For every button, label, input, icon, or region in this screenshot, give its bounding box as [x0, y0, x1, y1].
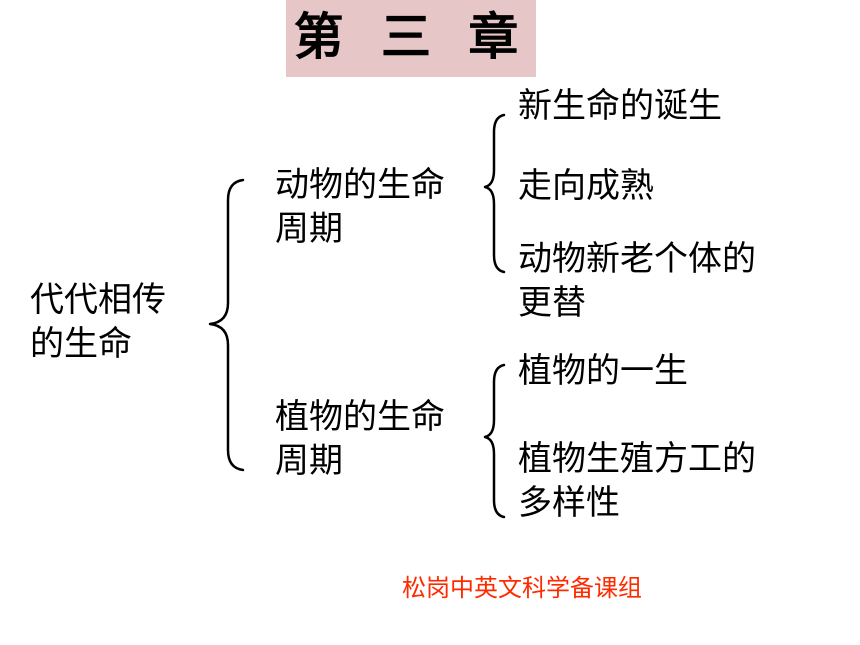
leaf-node-reproduction-line2: 多样性 [518, 483, 620, 523]
plant-brace [483, 363, 506, 519]
root-node-line1: 代代相传 [30, 280, 166, 320]
leaf-node-reproduction-line1: 植物生殖方工的 [518, 439, 756, 479]
chapter-title: 第 三 章 [293, 8, 529, 66]
chapter-title-box: 第 三 章 [286, 0, 536, 77]
leaf-node-maturity: 走向成熟 [518, 164, 654, 208]
leaf-node-replacement-line2: 更替 [518, 283, 586, 323]
leaf-node-maturity-line1: 走向成熟 [518, 166, 654, 206]
branch-plant-node: 植物的生命 周期 [275, 395, 445, 483]
leaf-node-reproduction-diversity: 植物生殖方工的 多样性 [518, 437, 756, 525]
root-brace [208, 178, 245, 472]
leaf-node-birth-line1: 新生命的诞生 [518, 86, 722, 126]
root-node: 代代相传 的生命 [30, 278, 166, 366]
branch-animal-line1: 动物的生命 [275, 165, 445, 205]
leaf-node-replacement: 动物新老个体的 更替 [518, 237, 756, 325]
leaf-node-birth: 新生命的诞生 [518, 84, 722, 128]
branch-animal-line2: 周期 [275, 209, 343, 249]
leaf-node-replacement-line1: 动物新老个体的 [518, 239, 756, 279]
animal-brace [483, 113, 506, 274]
branch-plant-line2: 周期 [275, 441, 343, 481]
leaf-node-plant-life: 植物的一生 [518, 349, 688, 393]
branch-plant-line1: 植物的生命 [275, 397, 445, 437]
branch-animal-node: 动物的生命 周期 [275, 163, 445, 251]
credit-text: 松岗中英文科学备课组 [402, 574, 642, 602]
leaf-node-plant-life-line1: 植物的一生 [518, 351, 688, 391]
root-node-line2: 的生命 [30, 324, 132, 364]
